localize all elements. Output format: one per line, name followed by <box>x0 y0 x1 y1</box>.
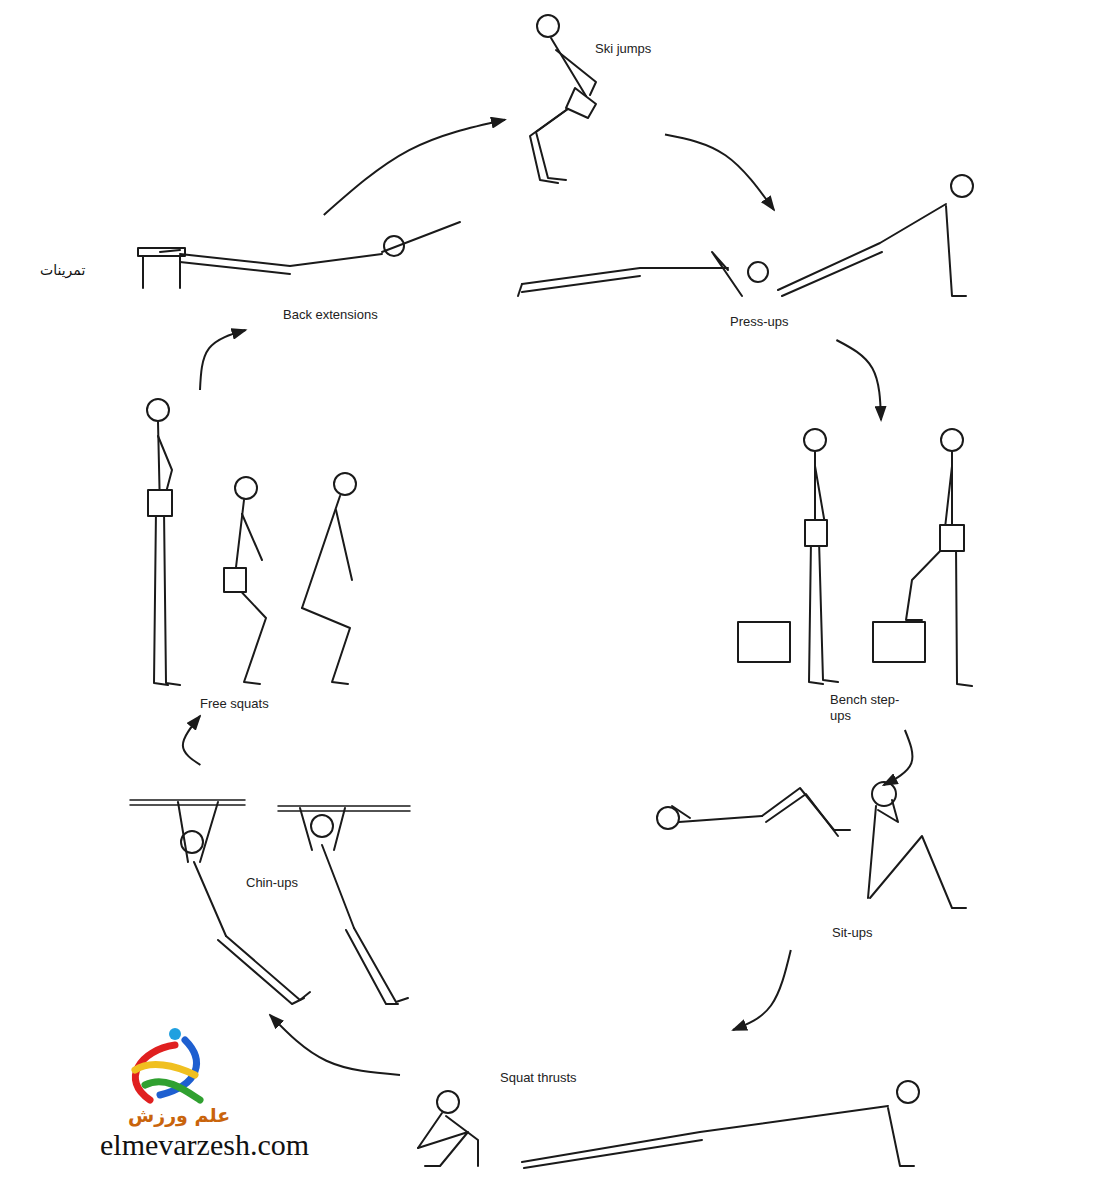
sit-up-figure <box>657 782 966 908</box>
exercise-station: Bench step-ups <box>730 420 995 730</box>
exercise-station: Free squats <box>125 390 375 716</box>
flow-arrow <box>270 1015 400 1075</box>
ski-jump-figure <box>530 15 596 183</box>
exercise-label: Bench step-ups <box>830 692 902 724</box>
flow-arrow <box>183 716 201 765</box>
flow-arrow <box>884 730 913 785</box>
exercise-station: Ski jumps <box>505 5 665 190</box>
watermark: elmevarzesh.com <box>100 1128 309 1162</box>
logo-text: علم ورزش <box>128 1104 230 1126</box>
step-up-figure <box>738 429 972 686</box>
flow-arrow <box>836 340 881 420</box>
flow-arrow <box>733 950 791 1030</box>
press-up-figure <box>518 175 973 296</box>
flow-arrow <box>200 330 246 390</box>
flow-arrow <box>324 120 505 215</box>
exercise-label: Chin-ups <box>246 875 298 891</box>
exercise-station: Back extensions <box>130 215 470 330</box>
exercise-label: Free squats <box>200 696 269 712</box>
exercise-station: Chin-ups <box>125 765 415 1015</box>
exercise-label: Sit-ups <box>832 925 872 941</box>
side-note: تمرينات <box>40 262 85 278</box>
squat-thrust-figure <box>418 1081 919 1168</box>
exercise-label: Squat thrusts <box>500 1070 577 1086</box>
flow-arrow <box>665 135 774 211</box>
logo-mark <box>135 1028 200 1100</box>
exercise-label: Press-ups <box>730 314 789 330</box>
exercise-label: Ski jumps <box>595 41 651 57</box>
chin-up-figure <box>130 800 410 1004</box>
back-extension-figure <box>138 222 460 288</box>
exercise-station: Sit-ups <box>650 785 970 950</box>
free-squat-figure <box>147 399 356 685</box>
exercise-label: Back extensions <box>283 307 378 323</box>
exercise-station: Squat thrusts <box>400 1030 955 1175</box>
exercise-station: Press-ups <box>510 210 990 340</box>
